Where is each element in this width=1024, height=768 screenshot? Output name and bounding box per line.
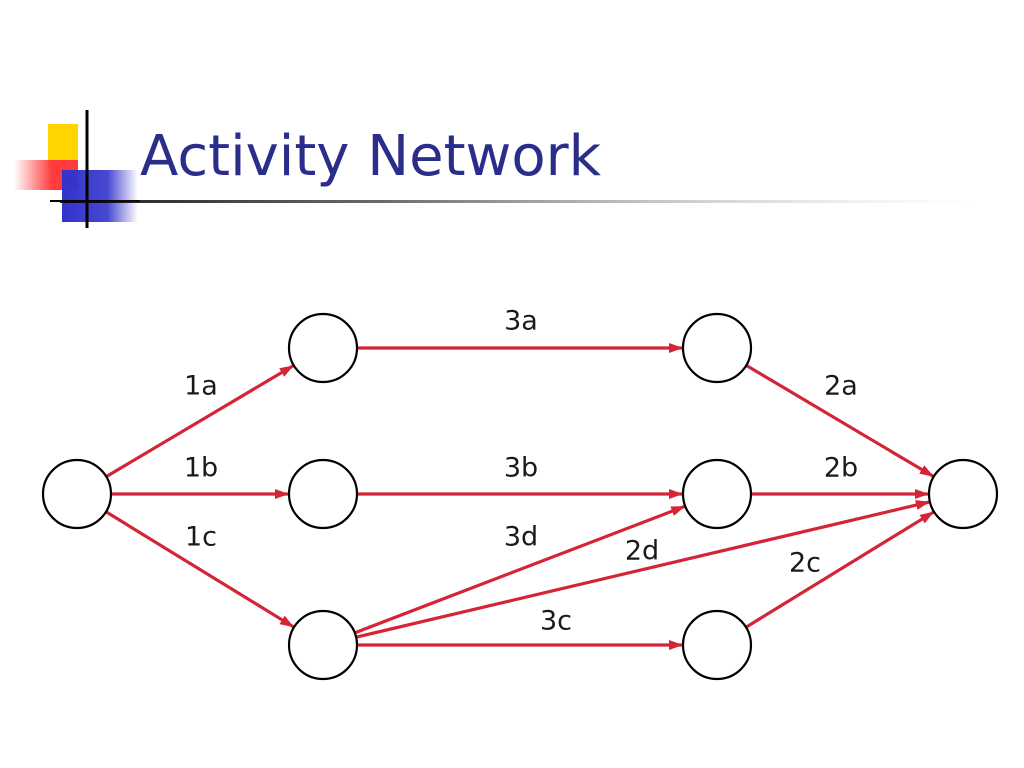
edge-label-1b: 1b <box>184 453 218 484</box>
edge-label-1a: 1a <box>184 371 218 402</box>
node-n6 <box>681 609 753 681</box>
edge-2d <box>355 500 930 639</box>
labels-layer: 1a 1b 1c 3a 3b 3d 3c 2d 2a 2b 2c <box>184 306 858 637</box>
edge-3d <box>354 505 686 635</box>
edge-label-2c: 2c <box>789 548 821 579</box>
edge-1c <box>105 510 295 629</box>
edge-label-2a: 2a <box>824 371 858 402</box>
edge-label-3c: 3c <box>540 606 572 637</box>
edge-label-1c: 1c <box>185 522 217 553</box>
edge-label-3d: 3d <box>504 522 538 553</box>
edge-label-3a: 3a <box>504 306 538 337</box>
edges-layer <box>105 343 935 650</box>
nodes-layer <box>41 312 999 681</box>
slide-title: Activity Network <box>140 124 602 189</box>
edge-2a <box>745 363 934 478</box>
node-n7 <box>927 458 999 530</box>
edge-2c <box>745 510 935 629</box>
node-n0 <box>41 458 113 530</box>
node-n5 <box>681 458 753 530</box>
logo-blue-bar <box>62 170 138 222</box>
title-underline <box>60 200 980 203</box>
node-n1 <box>287 312 359 384</box>
edge-1a <box>105 364 294 479</box>
logo-yellow-square <box>48 124 78 166</box>
edge-label-3b: 3b <box>504 453 538 484</box>
node-n3 <box>287 609 359 681</box>
edge-label-2b: 2b <box>824 453 858 484</box>
node-n2 <box>287 458 359 530</box>
edge-label-2d: 2d <box>625 536 659 567</box>
node-n4 <box>681 312 753 384</box>
